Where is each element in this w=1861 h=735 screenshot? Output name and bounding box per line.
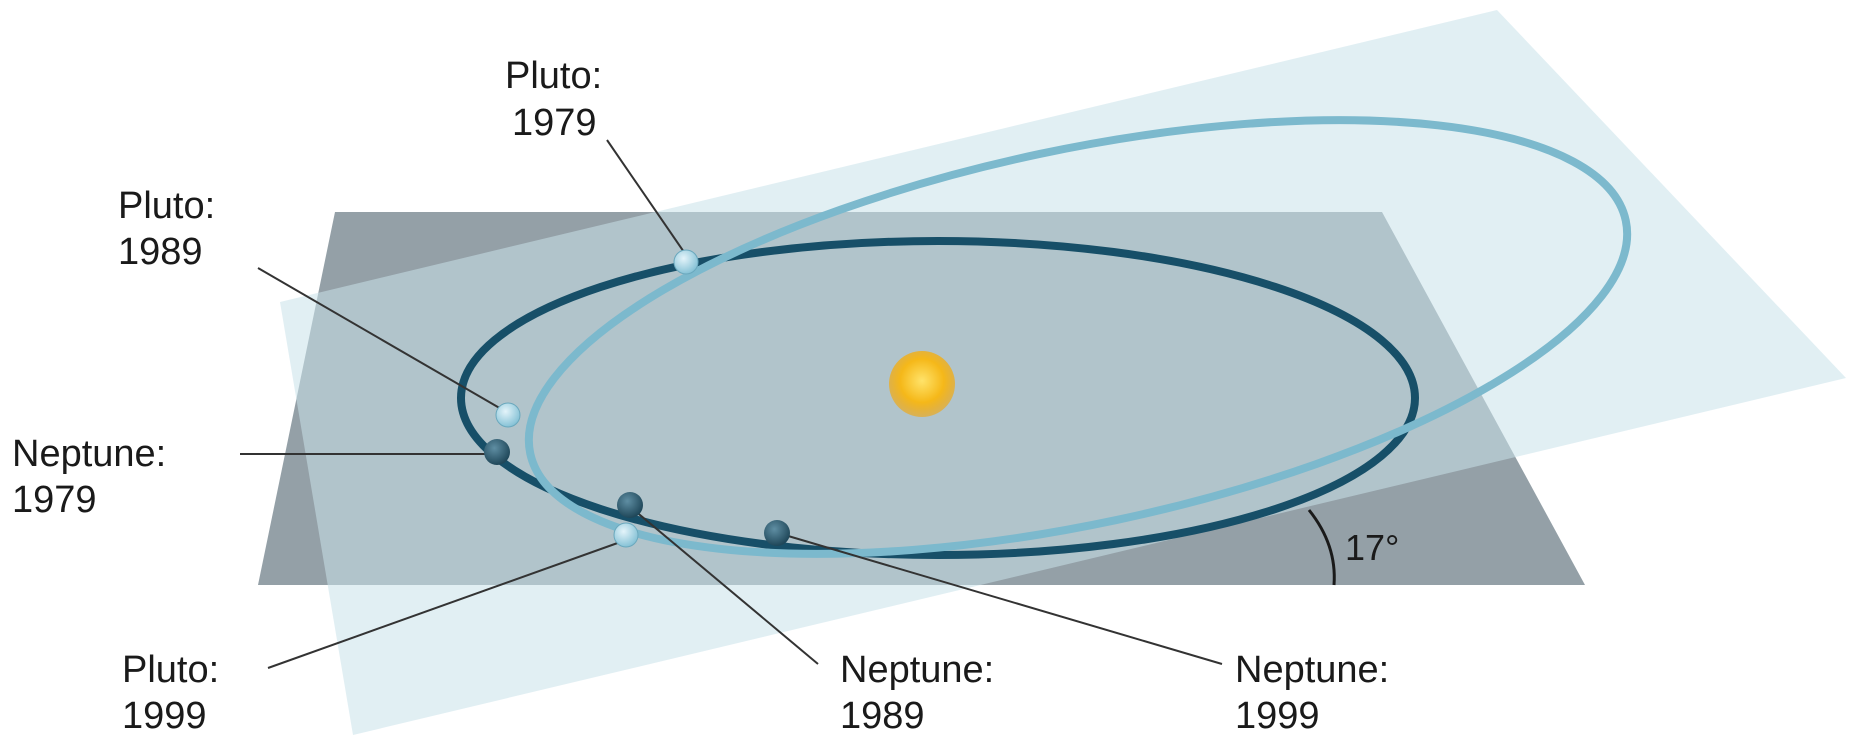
neptune-1979-label-year: 1979 [12, 479, 97, 521]
pluto-1989-marker [495, 402, 521, 428]
pluto-1999-label-year: 1999 [122, 695, 207, 735]
pluto-1999-leader [267, 539, 627, 669]
neptune-1989-leader [633, 509, 819, 665]
neptune-1999-marker [764, 520, 790, 546]
pluto-1999-label-name: Pluto: [122, 649, 219, 691]
neptune-1989-label: Neptune: 1989 [840, 649, 994, 735]
neptune-1989-label-name: Neptune: [840, 649, 994, 691]
pluto-1989-leader [257, 267, 504, 411]
neptune-1999-label-name: Neptune: [1235, 649, 1389, 691]
neptune-1999-label-year: 1999 [1235, 695, 1320, 735]
inclination-angle-label: 17° [1345, 527, 1399, 568]
neptune-1979-label: Neptune: 1979 [12, 433, 166, 521]
inclination-arc [1307, 509, 1336, 586]
pluto-1999-marker [613, 522, 639, 548]
neptune-1989-label-year: 1989 [840, 695, 925, 735]
neptune-1999-label: Neptune: 1999 [1235, 649, 1389, 735]
pluto-1979-label: Pluto: 1979 [505, 55, 602, 144]
pluto-1979-label-year: 1979 [512, 102, 597, 144]
neptune-1989-marker [617, 492, 643, 518]
pluto-orbital-plane [280, 10, 1846, 735]
neptune-1999-leader [777, 532, 1223, 665]
neptune-orbit [457, 237, 1419, 559]
pluto-1979-marker [673, 249, 699, 275]
pluto-orbit [524, 116, 1632, 558]
pluto-1989-label-year: 1989 [118, 231, 203, 273]
pluto-1999-label: Pluto: 1999 [122, 649, 219, 735]
sun [889, 351, 955, 417]
pluto-1989-label: Pluto: 1989 [118, 185, 215, 273]
neptune-1979-label-name: Neptune: [12, 433, 166, 475]
pluto-1979-label-name: Pluto: [505, 55, 602, 97]
pluto-1989-label-name: Pluto: [118, 185, 215, 227]
neptune-1979-marker [484, 439, 510, 465]
pluto-1979-leader [606, 139, 687, 256]
